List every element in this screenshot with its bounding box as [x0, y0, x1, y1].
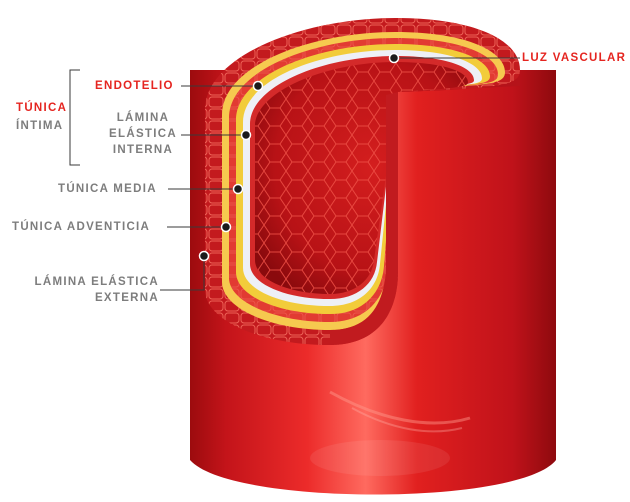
lamina-interna-line-2: ELÁSTICA	[106, 126, 180, 142]
tunica-media-label: TÚNICA MEDIA	[58, 181, 157, 197]
lamina-interna-line-3: INTERNA	[106, 142, 180, 158]
lamina-interna-dot	[242, 131, 251, 140]
tunica-adventicia-label: TÚNICA ADVENTICIA	[12, 219, 150, 235]
lamina-elastica-externa-label: LÁMINA ELÁSTICA EXTERNA	[14, 274, 159, 306]
lamina-interna-line-1: LÁMINA	[106, 110, 180, 126]
tunica-intima-sublabel: ÍNTIMA	[16, 118, 63, 134]
endotelio-dot	[254, 82, 263, 91]
endotelio-label: ENDOTELIO	[95, 78, 174, 94]
tunica-intima-line-1: TÚNICA	[16, 100, 67, 116]
lamina-externa-line-1: LÁMINA ELÁSTICA	[14, 274, 159, 290]
luz-vascular-label: LUZ VASCULAR	[522, 50, 626, 66]
lamina-externa-line-2: EXTERNA	[14, 290, 159, 306]
tunica-intima-bracket	[70, 70, 80, 165]
tunica-intima-line-2: ÍNTIMA	[16, 118, 63, 134]
luz-vascular-dot	[390, 54, 399, 63]
tunica-intima-label: TÚNICA	[16, 100, 67, 116]
tunica-adventicia-dot	[222, 223, 231, 232]
lamina-externa-dot	[200, 252, 209, 261]
lamina-elastica-interna-label: LÁMINA ELÁSTICA INTERNA	[106, 110, 180, 158]
tunica-media-dot	[234, 185, 243, 194]
